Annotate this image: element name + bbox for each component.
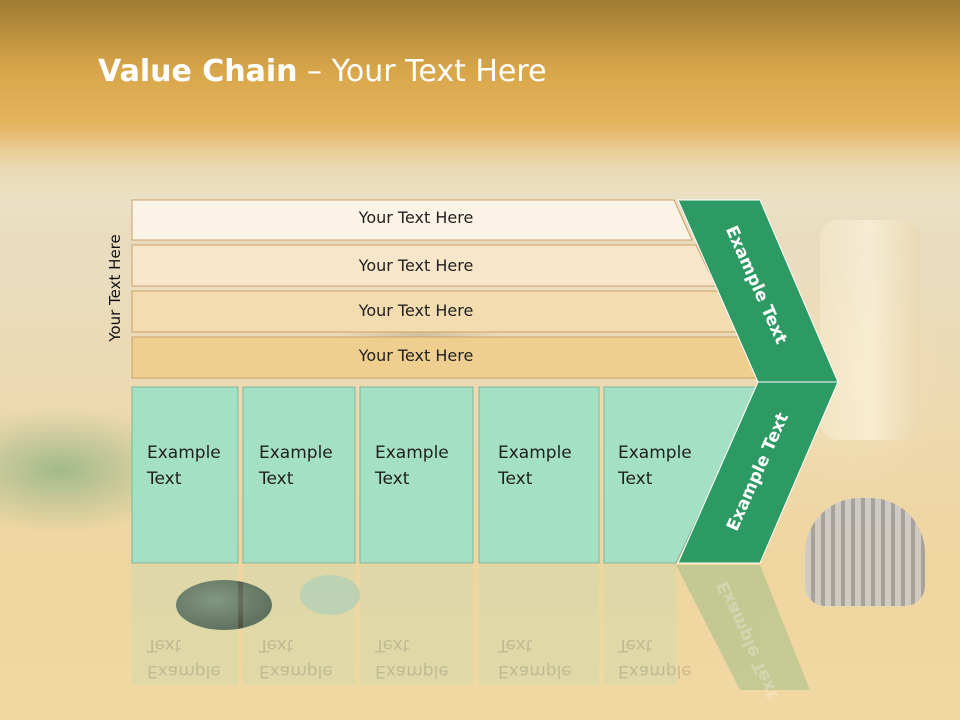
chevron-bottom[interactable]: [677, 381, 839, 564]
slide-title[interactable]: Value Chain – Your Text Here: [98, 54, 547, 89]
column-label-5-line2: Text: [618, 469, 653, 489]
row-label-2: Your Text Here: [358, 256, 474, 275]
column-label-4-line2: Text: [498, 469, 533, 489]
slide-title-rest: – Your Text Here: [297, 54, 547, 89]
row-label-3: Your Text Here: [358, 301, 474, 320]
row-label-1: Your Text Here: [358, 208, 474, 227]
column-box-2[interactable]: [242, 386, 356, 564]
column-label-1-line2: Text: [147, 469, 182, 489]
thimble-image: [805, 498, 925, 606]
column-label-3-line2: Text: [375, 469, 410, 489]
sewing-button-image: [176, 580, 272, 630]
column-label-5-line1: Example: [618, 443, 692, 463]
column-box-3[interactable]: [359, 386, 474, 564]
column-label-4-line1: Example: [498, 443, 572, 463]
column-box-4[interactable]: [478, 386, 600, 564]
column-box-5[interactable]: [603, 386, 761, 564]
columns-reflection: [132, 565, 810, 690]
slide-title-bold: Value Chain: [98, 54, 298, 89]
column-label-2-line1: Example: [259, 443, 333, 463]
column-label-2-line2: Text: [259, 469, 294, 489]
row-label-4: Your Text Here: [358, 346, 474, 365]
column-label-3-line1: Example: [375, 443, 449, 463]
row-bar-1[interactable]: [131, 199, 693, 241]
thread-spool-image: [820, 220, 920, 440]
sewing-button-light-image: [300, 575, 360, 615]
column-box-1[interactable]: [131, 386, 239, 564]
column-label-1-line1: Example: [147, 443, 221, 463]
